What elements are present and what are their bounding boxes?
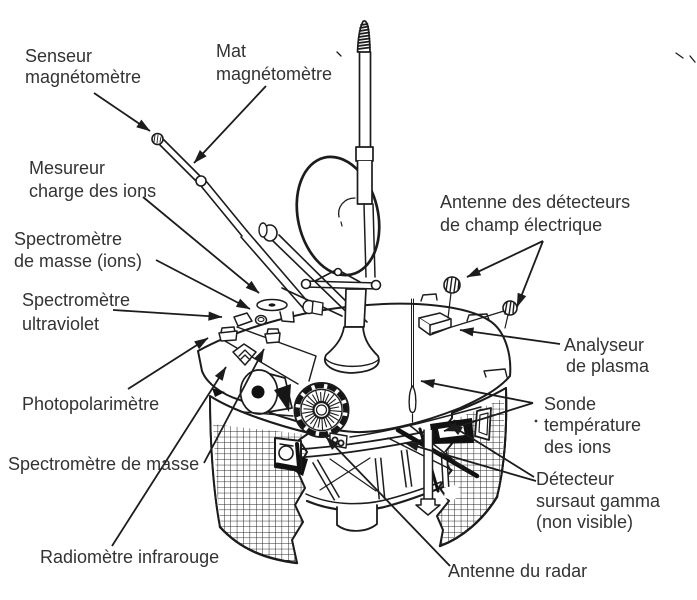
svg-text:de champ électrique: de champ électrique [440,215,602,235]
svg-text:température: température [544,415,641,435]
svg-text:Spectromètre: Spectromètre [14,229,122,249]
svg-text:de masse (ions): de masse (ions) [14,251,142,271]
svg-text:de plasma: de plasma [566,356,650,376]
svg-text:Mesureur: Mesureur [29,158,105,178]
svg-text:charge des ions: charge des ions [29,181,156,201]
svg-text:Sonde: Sonde [544,394,596,414]
svg-text:Mat: Mat [216,41,246,61]
svg-text:Analyseur: Analyseur [564,335,644,355]
svg-text:des ions: des ions [544,437,611,457]
svg-text:Détecteur: Détecteur [536,469,614,489]
svg-text:Antenne du radar: Antenne du radar [448,561,587,581]
svg-text:Spectromètre: Spectromètre [22,290,130,310]
svg-text:magnétomètre: magnétomètre [216,64,332,84]
svg-text:Antenne des détecteurs: Antenne des détecteurs [440,192,630,212]
svg-text:Senseur: Senseur [25,46,92,66]
svg-text:(non visible): (non visible) [536,512,633,532]
svg-text:ultraviolet: ultraviolet [22,314,99,334]
svg-text:Photopolarimètre: Photopolarimètre [22,394,159,414]
svg-text:Spectromètre de masse: Spectromètre de masse [8,454,199,474]
svg-text:sursaut gamma: sursaut gamma [536,491,661,511]
svg-text:Radiomètre infrarouge: Radiomètre infrarouge [40,547,219,567]
svg-text:magnétomètre: magnétomètre [25,67,141,87]
